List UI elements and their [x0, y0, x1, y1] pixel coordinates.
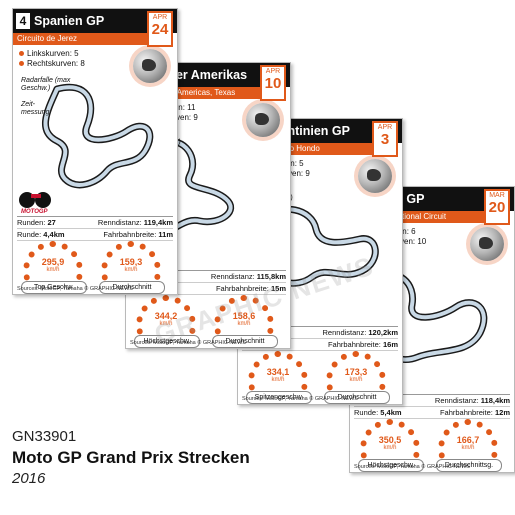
speed-gauges: 334,1 km/h Spitzengeschw. 173,3 km/h Dur…	[242, 351, 398, 404]
race-date: APR 10	[260, 65, 286, 101]
top-speed-value: 295,9	[41, 257, 65, 267]
top-speed-unit: km/h	[159, 321, 173, 327]
top-speed-gauge: 350,5 km/h Höchstgeschw.	[358, 419, 424, 472]
race-distance-value: 120,2km	[368, 328, 398, 337]
average-speed-value: 158,6	[232, 311, 256, 321]
circuit-card: 4 Spanien GP APR 24 Circuito de Jerez Li…	[12, 8, 178, 295]
race-month: APR	[152, 14, 168, 21]
average-speed-unit: km/h	[349, 377, 363, 383]
laps-value: 27	[47, 218, 56, 227]
globe-icon	[358, 159, 392, 193]
motogp-logo-text: MOTOGP	[21, 209, 48, 215]
speed-gauges: 295,9 km/h Top Geschw. 159,3 km/h Durchs…	[17, 241, 173, 294]
sources-note: Sources: MotoGP, Yamaha © GRAPHIC NEWS	[242, 396, 358, 402]
sources-note: Sources: MotoGP, Yamaha © GRAPHIC NEWS	[130, 340, 246, 346]
race-date: APR 3	[372, 121, 398, 157]
top-speed-gauge: 295,9 km/h Top Geschw.	[21, 241, 87, 294]
track-width-value: 11m	[158, 230, 173, 239]
race-stats: Runden: 27 Renndistanz: 119,4km Runde: 4,…	[17, 216, 173, 241]
average-speed-unit: km/h	[237, 321, 251, 327]
race-day: 10	[264, 75, 282, 92]
lap-length-value: 5,4km	[380, 408, 402, 417]
average-speed-gauge: 166,7 km/h Durchschnittsg.	[436, 419, 502, 472]
race-distance-label: Renndistanz:	[210, 272, 255, 281]
graphic-title: Moto GP Grand Prix Strecken	[12, 448, 250, 467]
race-distance-label: Renndistanz:	[434, 396, 479, 405]
average-speed-unit: km/h	[124, 267, 138, 273]
track-width-label: Fahrbahnbreite:	[103, 230, 157, 239]
top-speed-gauge: 344,2 km/h Höchstgeschw.	[134, 295, 200, 348]
track-width-value: 16m	[382, 340, 398, 349]
top-speed-value: 344,2	[154, 311, 178, 321]
average-speed-gauge: 158,6 km/h Durchschnitt	[212, 295, 278, 348]
track-width-label: Fahrbahnbreite:	[327, 340, 381, 349]
globe-icon	[470, 227, 504, 261]
lap-length-label: Runde:	[354, 408, 379, 417]
average-speed-gauge: 159,3 km/h Durchschnitt	[99, 241, 165, 294]
graphic-year: 2016	[12, 470, 46, 487]
race-date: MAR 20	[484, 189, 510, 225]
top-speed-value: 350,5	[378, 435, 402, 445]
race-distance-label: Renndistanz:	[322, 328, 367, 337]
average-speed-value: 159,3	[119, 257, 143, 267]
top-speed-unit: km/h	[271, 377, 285, 383]
average-speed-label: Durchschnitt	[99, 281, 165, 294]
timing-label: Zeit-messung	[21, 101, 50, 116]
circuit-name: Circuito de Jerez	[13, 33, 149, 45]
track-width-label: Fahrbahnbreite:	[439, 408, 493, 417]
race-distance-value: 115,8km	[256, 272, 286, 281]
top-speed-value: 334,1	[266, 367, 290, 377]
average-speed-gauge: 173,3 km/h Durchschnitt	[324, 351, 390, 404]
track-map	[41, 83, 154, 189]
race-month: APR	[265, 68, 281, 75]
race-month: APR	[377, 124, 393, 131]
right-turns: Rechtskurven: 8	[27, 59, 85, 68]
top-speed-label: Top Geschw.	[21, 281, 87, 294]
top-speed-gauge: 334,1 km/h Spitzengeschw.	[246, 351, 312, 404]
average-speed-label: Durchschnitt	[212, 335, 278, 348]
top-speed-unit: km/h	[46, 267, 60, 273]
left-turns: Linkskurven: 5	[27, 49, 79, 58]
top-speed-unit: km/h	[383, 445, 397, 451]
average-speed-label: Durchschnittsg.	[436, 459, 502, 472]
track-width-value: 12m	[494, 408, 510, 417]
race-month: MAR	[489, 192, 505, 199]
race-distance-label: Renndistanz:	[97, 218, 142, 227]
race-date: APR 24	[147, 11, 173, 47]
speed-gauges: 344,2 km/h Höchstgeschw. 158,6 km/h Durc…	[130, 295, 286, 348]
race-day: 3	[380, 131, 390, 148]
sources-note: Sources: MotoGP, Yamaha © GRAPHIC NEWS	[354, 464, 470, 470]
average-speed-value: 173,3	[344, 367, 368, 377]
race-distance-value: 118,4km	[480, 396, 510, 405]
sources-note: Sources: MotoGP, Yamaha © GRAPHIC NEWS	[17, 286, 133, 292]
track-width-label: Fahrbahnbreite:	[215, 284, 269, 293]
right-turn-dot-icon	[19, 61, 24, 67]
globe-icon	[246, 103, 280, 137]
race-day: 24	[151, 21, 169, 38]
left-turn-dot-icon	[19, 51, 24, 57]
track-width-value: 15m	[270, 284, 286, 293]
average-speed-unit: km/h	[461, 445, 475, 451]
race-title: Spanien GP	[34, 14, 105, 28]
globe-icon	[133, 49, 167, 83]
laps-label: Runden:	[17, 218, 46, 227]
speed-trap-label: Radarfalle (max Geschw.)	[21, 77, 71, 92]
average-speed-value: 166,7	[456, 435, 480, 445]
lap-length-value: 4,4km	[43, 230, 65, 239]
top-speed-label: Höchstgeschw.	[358, 459, 424, 472]
round-number: 4	[16, 13, 30, 29]
race-day: 20	[488, 199, 506, 216]
top-speed-label: Spitzengeschw.	[246, 391, 312, 404]
graphic-code: GN33901	[12, 428, 77, 445]
lap-length-label: Runde:	[17, 230, 42, 239]
race-distance-value: 119,4km	[143, 218, 173, 227]
average-speed-label: Durchschnitt	[324, 391, 390, 404]
top-speed-label: Höchstgeschw.	[134, 335, 200, 348]
speed-gauges: 350,5 km/h Höchstgeschw. 166,7 km/h Durc…	[354, 419, 510, 472]
turn-counts: Linkskurven: 5 Rechtskurven: 8	[19, 49, 85, 69]
motogp-logo-icon	[19, 192, 51, 208]
